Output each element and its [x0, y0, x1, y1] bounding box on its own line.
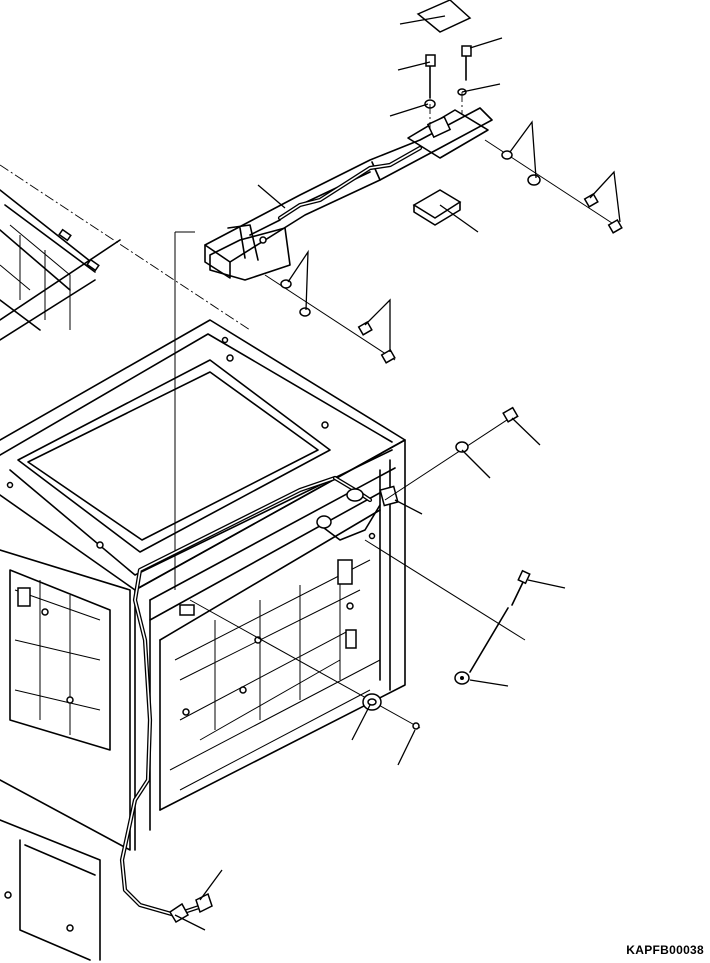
leader-lines — [174, 15, 621, 931]
side-fasteners — [189, 406, 531, 730]
cab-frame — [0, 164, 406, 961]
cab-front-header — [134, 439, 406, 851]
cab-roof — [0, 319, 406, 591]
drawing-code-label: KAPFB00038 — [626, 943, 704, 957]
cab-side-panel — [0, 549, 131, 961]
cab-rear-frame — [0, 164, 251, 341]
wire-harness — [119, 475, 399, 924]
